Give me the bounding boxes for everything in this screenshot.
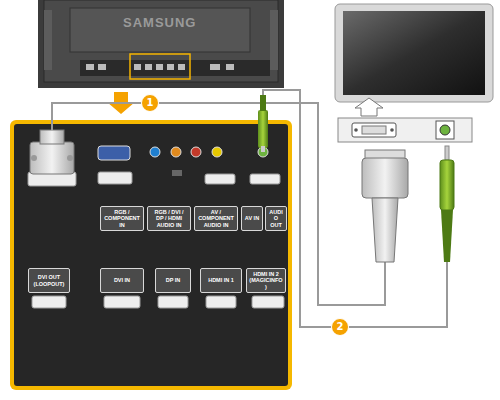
port-label-tile: HDMI IN 1 bbox=[200, 268, 242, 293]
monitor-dvi-port bbox=[352, 123, 396, 137]
jack-blue bbox=[150, 147, 160, 157]
monitor-connector-bar bbox=[338, 118, 472, 142]
jack-green bbox=[258, 147, 268, 157]
port-label-tile: RGB / DVI / DP / HDMI AUDIO IN bbox=[147, 206, 191, 231]
monitor-back-relief bbox=[70, 8, 250, 52]
audio-plug bbox=[258, 110, 268, 148]
port-strip bbox=[80, 60, 270, 76]
port-label: RGB / COMPONENT IN bbox=[103, 209, 141, 228]
audio-plug bbox=[440, 160, 454, 210]
port-label: AV IN bbox=[245, 215, 259, 221]
zoom-highlight bbox=[130, 54, 190, 79]
side-grip bbox=[270, 10, 278, 70]
monitor-back-panel bbox=[44, 0, 278, 82]
dvi-plug bbox=[30, 142, 74, 174]
port-label-tile: DVI IN bbox=[100, 268, 144, 293]
dvi-in-port bbox=[98, 172, 132, 184]
dvi-plug-boot bbox=[40, 130, 64, 144]
jack-yellow bbox=[212, 147, 222, 157]
small-port bbox=[172, 170, 182, 176]
jack-orange bbox=[171, 147, 181, 157]
jack-red bbox=[191, 147, 201, 157]
monitor-audio-jack bbox=[436, 121, 454, 139]
zoom-panel bbox=[14, 124, 288, 386]
dvi-plug-boot bbox=[372, 198, 398, 262]
port-label-tile: AUDIO OUT bbox=[265, 206, 287, 231]
port-label: RGB / DVI / DP / HDMI AUDIO IN bbox=[150, 209, 188, 228]
zoom-panel-frame bbox=[10, 120, 292, 390]
port-label-tile: AV IN bbox=[241, 206, 263, 231]
audio-plug-boot bbox=[441, 210, 453, 262]
port-label: AUDIO OUT bbox=[268, 209, 284, 228]
rgb-port bbox=[98, 146, 130, 160]
port-label: DP IN bbox=[166, 277, 181, 283]
external-monitor bbox=[335, 4, 493, 102]
dvi-cable bbox=[52, 103, 385, 305]
dvi-plug bbox=[362, 158, 408, 198]
port-label-tile: AV / COMPONENT AUDIO IN bbox=[194, 206, 238, 231]
hdmi-port bbox=[250, 174, 280, 184]
bottom-ports bbox=[32, 296, 284, 308]
callout-number: 1 bbox=[141, 94, 159, 112]
port-row bbox=[86, 64, 234, 70]
input-arrow bbox=[355, 98, 383, 116]
port-label: DVI OUT (LOOPOUT) bbox=[31, 274, 67, 287]
port-label: AV / COMPONENT AUDIO IN bbox=[197, 209, 235, 228]
port-label: HDMI IN 2 (MAGICINFO) bbox=[249, 271, 283, 290]
port-label: DVI IN bbox=[114, 277, 130, 283]
port-label-tile: RGB / COMPONENT IN bbox=[100, 206, 144, 231]
audio-plug-boot bbox=[260, 95, 266, 111]
monitor-screen bbox=[343, 11, 485, 95]
callout-number: 2 bbox=[331, 318, 349, 336]
hdmi-port bbox=[205, 174, 235, 184]
side-grip bbox=[44, 10, 52, 70]
port-label-tile: HDMI IN 2 (MAGICINFO) bbox=[246, 268, 286, 293]
port-label-tile: DP IN bbox=[155, 268, 191, 293]
port-label-tile: DVI OUT (LOOPOUT) bbox=[28, 268, 70, 293]
monitor-back bbox=[38, 0, 284, 88]
port-label: HDMI IN 1 bbox=[208, 277, 234, 283]
brand-text: SAMSUNG bbox=[123, 15, 196, 30]
